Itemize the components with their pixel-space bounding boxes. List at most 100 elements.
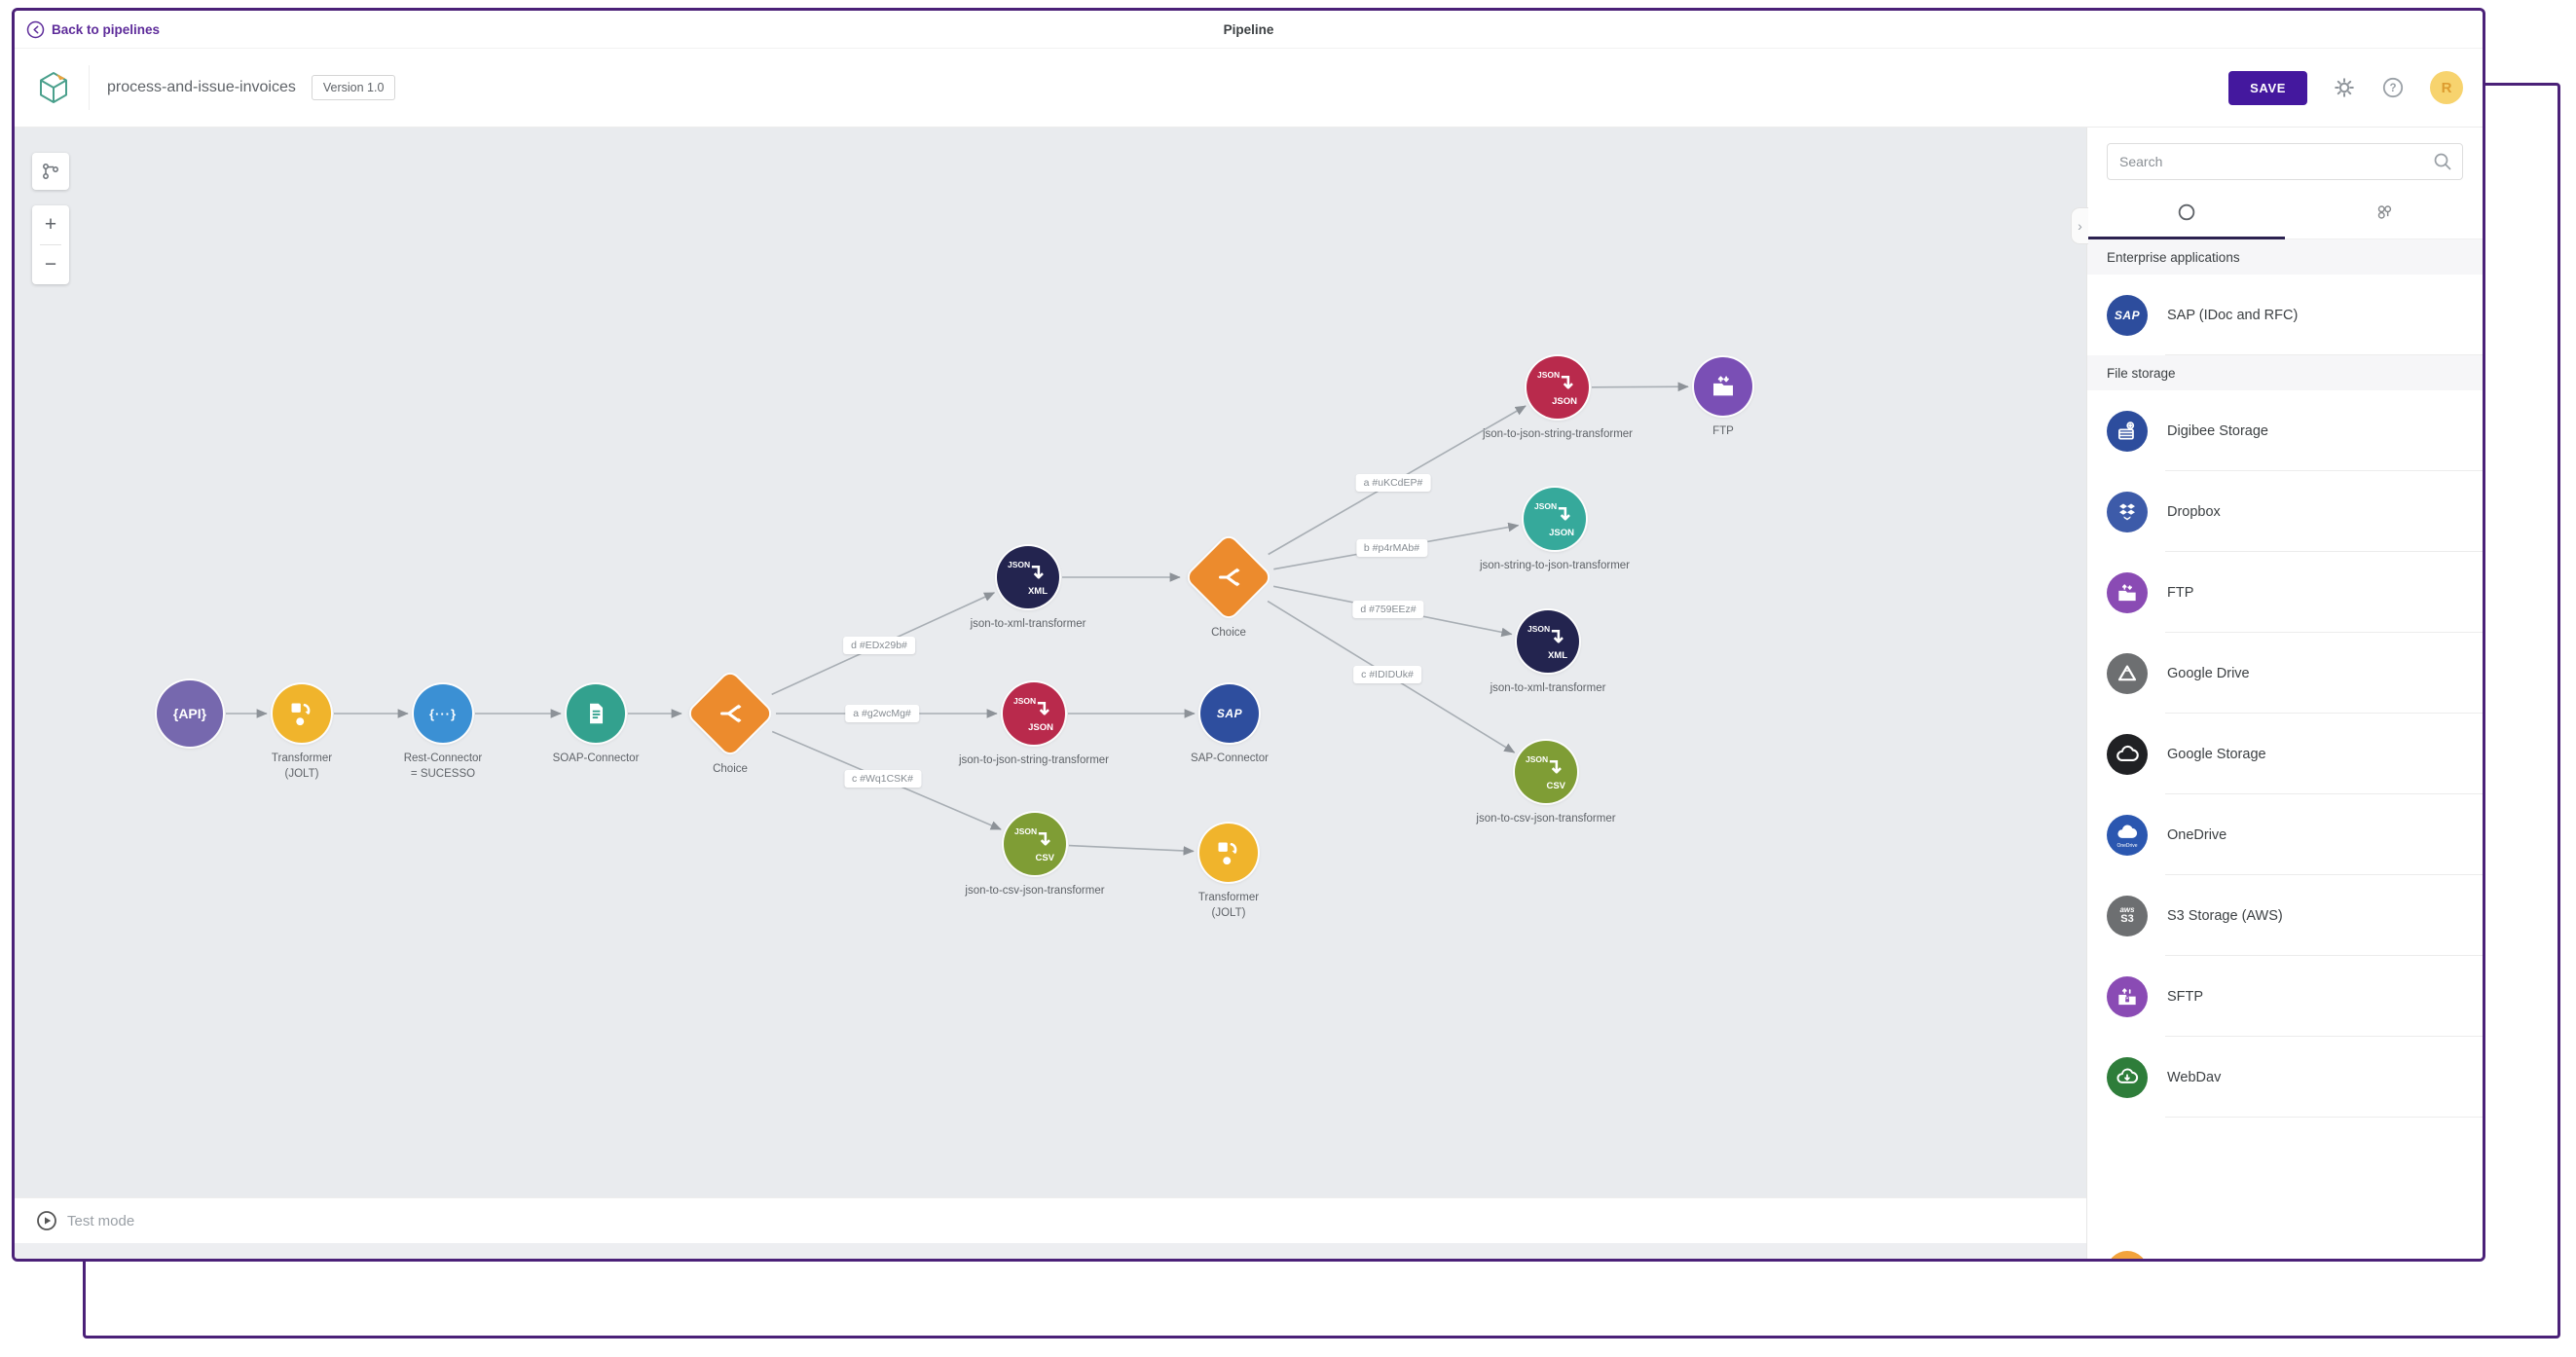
storage-stack-icon [2107, 410, 2148, 452]
test-mode-label: Test mode [67, 1212, 135, 1229]
node-json-to-csv-json-transformer-1[interactable]: JSON↴CSV [1004, 813, 1066, 875]
node-json-to-json-string-transformer-2[interactable]: JSON↴JSON [1527, 356, 1589, 419]
top-bar: Pipeline Back to pipelines [15, 11, 2483, 49]
node-choice-2[interactable] [1186, 534, 1271, 620]
sidebar-item-label: SAP (IDoc and RFC) [2167, 307, 2299, 323]
zoom-in-button[interactable]: + [44, 213, 57, 236]
node-json-to-xml-transformer-2[interactable]: JSON↴XML [1517, 610, 1579, 673]
tab-triggers[interactable] [2087, 186, 2285, 238]
edge-condition-label[interactable]: c #IDIDUk# [1353, 666, 1421, 683]
zoom-out-button[interactable]: − [44, 253, 57, 275]
node-label: SOAP-Connector [552, 752, 640, 764]
conv-icon: JSON↴JSON [1537, 370, 1577, 407]
sidebar-item-google-drive[interactable]: Google Drive [2087, 633, 2483, 714]
sidebar-collapse-handle[interactable]: › [2071, 207, 2088, 244]
ftp-folder-icon [1709, 372, 1738, 401]
conv-icon: JSON↴CSV [1526, 754, 1565, 791]
node-sap-connector[interactable]: SAP [1200, 684, 1259, 743]
edge-condition-label[interactable]: d #EDx29b# [843, 637, 915, 654]
node-label: FTP [1712, 425, 1734, 437]
branch-layout-icon [41, 162, 60, 181]
node-label: json-to-xml-transformer [1490, 682, 1606, 694]
edge-condition-label[interactable]: d #759EEz# [1352, 601, 1424, 618]
sidebar-item-dropbox[interactable]: Dropbox [2087, 471, 2483, 552]
jolt-shapes-icon [288, 700, 315, 727]
sidebar-item-label: S3 Storage (AWS) [2167, 907, 2283, 924]
sidebar-item-sftp[interactable]: SFTP [2087, 956, 2483, 1037]
tab-components[interactable] [2285, 186, 2483, 238]
node-label: json-to-csv-json-transformer [1476, 813, 1616, 825]
sidebar-item-webdav[interactable]: WebDav [2087, 1037, 2483, 1118]
node-json-to-xml-transformer-1[interactable]: JSON↴XML [997, 546, 1059, 608]
sidebar-search [2107, 143, 2463, 180]
node-ftp-node[interactable] [1694, 357, 1752, 416]
version-badge[interactable]: Version 1.0 [311, 75, 396, 100]
edge-condition-label[interactable]: a #g2wcMg# [845, 705, 919, 722]
node-transformer-jolt-2[interactable] [1199, 824, 1258, 882]
digibee-logo-icon [34, 68, 73, 107]
sidebar-item-label: Dropbox [2167, 503, 2221, 520]
save-button[interactable]: SAVE [2228, 70, 2307, 105]
node-json-to-csv-json-transformer-2[interactable]: JSON↴CSV [1515, 741, 1577, 803]
node-api[interactable]: {API} [157, 680, 223, 747]
dropbox-icon [2107, 491, 2148, 532]
main-area: + − Transformer (JOLT)Rest-Connector = S… [15, 128, 2483, 1259]
back-to-pipelines-link[interactable]: Back to pipelines [26, 20, 160, 39]
onedrive-cloud-icon: OneDrive [2107, 814, 2148, 856]
back-link-label: Back to pipelines [52, 21, 161, 37]
conv-icon: JSON↴JSON [1013, 696, 1053, 733]
node-soap-connector[interactable] [567, 684, 625, 743]
back-arrow-icon [26, 20, 45, 39]
section-header-enterprise-applications: Enterprise applications [2087, 239, 2483, 275]
fork-icon [1214, 563, 1243, 592]
sidebar-item-label: WebDav [2167, 1069, 2222, 1085]
node-choice-1[interactable] [687, 671, 773, 756]
settings-gear-icon[interactable] [2333, 76, 2356, 99]
app-window: Pipeline Back to pipelines pr [12, 8, 2485, 1262]
test-mode-bar[interactable]: Test mode [15, 1197, 2086, 1243]
header-bar: process-and-issue-invoices Version 1.0 S… [15, 49, 2483, 128]
edge-condition-label[interactable]: b #p4rMAb# [1355, 539, 1428, 557]
sidebar-item-google-storage[interactable]: Google Storage [2087, 714, 2483, 794]
chevron-right-icon: › [2078, 218, 2082, 234]
sidebar-item-label: FTP [2167, 584, 2194, 601]
node-transformer-jolt-1[interactable] [273, 684, 331, 743]
rest-braces-icon: {···} [428, 706, 458, 721]
cloud-down-icon [2107, 1056, 2148, 1098]
header-divider [89, 65, 90, 110]
search-input[interactable] [2107, 143, 2463, 180]
sidebar-tabs [2087, 186, 2483, 239]
zoom-control: + − [32, 205, 69, 284]
section-header-file-storage: File storage [2087, 355, 2483, 390]
auto-layout-button[interactable] [32, 153, 69, 190]
node-label: json-to-json-string-transformer [1482, 428, 1633, 440]
conv-icon: JSON↴XML [1527, 624, 1567, 661]
node-rest-connector[interactable]: {···} [414, 684, 472, 743]
user-avatar[interactable]: R [2430, 71, 2463, 104]
node-json-to-json-string-transformer-1[interactable]: JSON↴JSON [1003, 682, 1065, 745]
horizontal-scroll-strip[interactable] [15, 1243, 2086, 1259]
edge-layer [226, 382, 1689, 856]
conv-icon: JSON↴JSON [1534, 501, 1574, 538]
edge-condition-label[interactable]: c #Wq1CSK# [843, 770, 922, 788]
soap-file-icon [583, 701, 608, 726]
sap-logo-icon: SAP [1216, 707, 1243, 720]
sidebar-item-ftp[interactable]: FTP [2087, 552, 2483, 633]
sidebar-item-peek[interactable] [2107, 1251, 2148, 1259]
node-label: Choice [713, 763, 748, 775]
active-tab-underline [2087, 237, 2285, 239]
search-icon [2432, 151, 2453, 177]
help-icon[interactable]: ? [2381, 76, 2405, 99]
flow-canvas[interactable]: + − Transformer (JOLT)Rest-Connector = S… [15, 128, 2086, 1197]
sidebar-item-digibee-storage[interactable]: Digibee Storage [2087, 390, 2483, 471]
edge-condition-label[interactable]: a #uKCdEP# [1355, 473, 1431, 492]
node-json-string-to-json-transformer[interactable]: JSON↴JSON [1524, 488, 1586, 550]
api-badge-icon: {API} [172, 706, 207, 721]
fork-icon [716, 699, 745, 728]
